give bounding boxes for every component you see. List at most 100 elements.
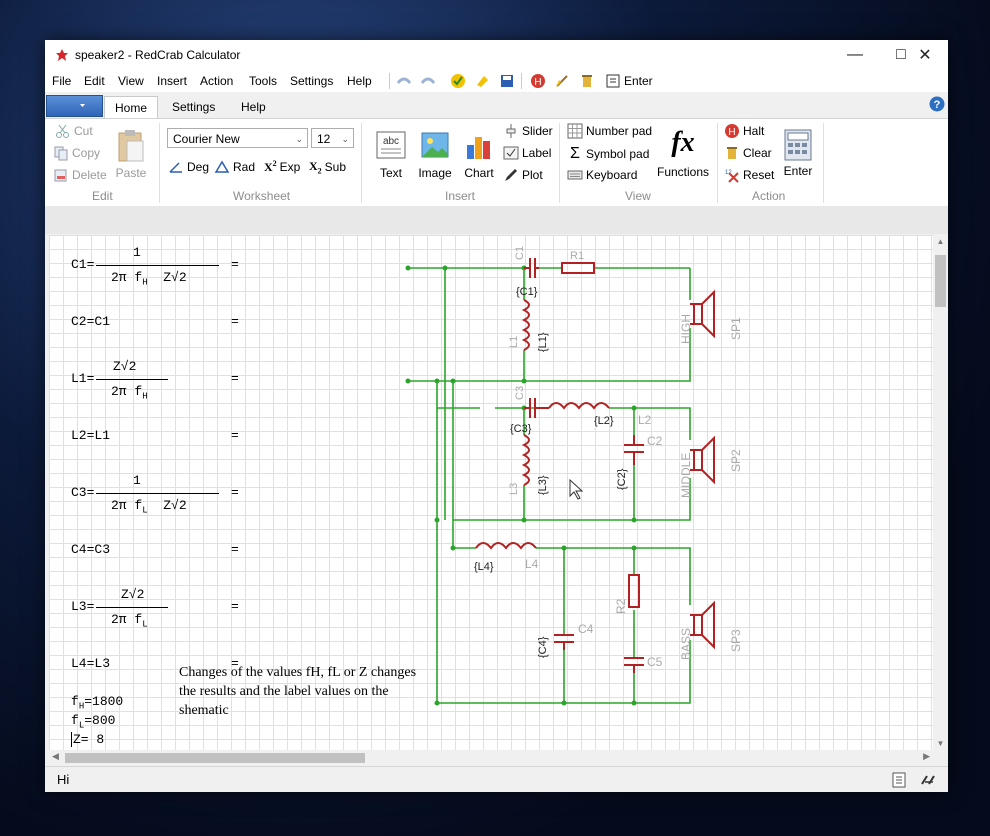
sub-button[interactable]: X2 Sub	[309, 159, 346, 175]
text-button[interactable]: abc Text	[374, 131, 408, 180]
delete-button[interactable]: Delete	[53, 167, 107, 183]
enter-button[interactable]: Enter	[779, 129, 817, 178]
deg-button[interactable]: Deg	[168, 159, 209, 175]
schematic-nodes	[405, 265, 637, 706]
clear-button[interactable]: Clear	[724, 145, 772, 161]
functions-button[interactable]: fx Functions	[655, 125, 711, 179]
fx-icon: fx	[671, 127, 695, 158]
font-size-select[interactable]: 12⌄	[311, 128, 354, 148]
title-bar: speaker2 - RedCrab Calculator — □ ✕	[45, 40, 948, 70]
minimize-button[interactable]: —	[847, 46, 863, 63]
plot-button[interactable]: Plot	[503, 167, 543, 183]
scroll-up-icon[interactable]: ▲	[936, 237, 945, 246]
label-c3-value: {C3}	[510, 423, 532, 435]
connection-icon[interactable]	[919, 772, 937, 788]
keyboard-button[interactable]: Keyboard	[567, 167, 637, 183]
worksheet[interactable]: C1= 1 2π fH Z√2 = C2=C1 = L1= Z√2 2π fH …	[49, 235, 933, 750]
variable-z[interactable]: Z= 8	[71, 732, 105, 747]
formula-l4: L4=L3	[71, 656, 111, 671]
tab-help[interactable]: Help	[241, 100, 266, 114]
superscript-icon: X2	[264, 159, 277, 174]
font-family-select[interactable]: Courier New⌄	[167, 128, 308, 148]
paste-button[interactable]: Paste	[113, 129, 149, 180]
help-icon[interactable]: ?	[929, 96, 945, 112]
vertical-scrollbar[interactable]: ▲ ▼	[933, 235, 948, 750]
menu-file[interactable]: File	[52, 74, 72, 88]
svg-text:abc: abc	[383, 136, 399, 147]
formula-c4-equals: =	[231, 542, 239, 557]
formula-l1-numerator: Z√2	[113, 359, 137, 374]
vertical-scroll-thumb[interactable]	[935, 255, 946, 307]
redo-icon[interactable]	[419, 72, 437, 90]
horizontal-scroll-thumb[interactable]	[65, 753, 365, 763]
trash-icon[interactable]	[578, 72, 596, 90]
maximize-button[interactable]: □	[896, 46, 906, 63]
tab-home[interactable]: Home	[104, 96, 159, 119]
formula-c3-denominator: 2π fL Z√2	[111, 498, 187, 516]
label-l2: L2	[638, 413, 652, 427]
menu-settings[interactable]: Settings	[290, 74, 334, 88]
redcrab-logo-icon	[56, 49, 68, 61]
font-family-value: Courier New	[173, 132, 240, 146]
cut-button[interactable]: Cut	[55, 123, 93, 139]
delete-icon	[54, 169, 67, 182]
eraser-icon[interactable]	[473, 72, 491, 90]
number-pad-button[interactable]: Number pad	[567, 123, 652, 139]
fraction-bar	[96, 265, 219, 266]
label-c2: C2	[647, 434, 663, 448]
label-icon	[503, 146, 519, 160]
formula-l1-lhs: L1=	[71, 371, 95, 386]
calculator-icon	[784, 129, 812, 161]
menu-help[interactable]: Help	[347, 74, 372, 88]
variable-fh[interactable]: fH=1800	[71, 694, 124, 712]
save-icon[interactable]	[498, 72, 516, 90]
menu-view[interactable]: View	[118, 74, 144, 88]
label-sp3: SP3	[729, 629, 743, 652]
label-high: HIGH	[679, 314, 693, 344]
slider-button[interactable]: Slider	[503, 123, 553, 139]
formula-c3-numerator: 1	[133, 473, 141, 488]
keyboard-icon	[567, 170, 583, 180]
file-menu-button[interactable]	[46, 95, 103, 117]
close-button[interactable]: ✕	[918, 47, 932, 64]
reset-label: Reset	[743, 168, 775, 182]
variable-fl[interactable]: fL=800	[71, 713, 116, 731]
app-window: speaker2 - RedCrab Calculator — □ ✕ File…	[45, 40, 948, 792]
symbol-pad-button[interactable]: Σ Symbol pad	[567, 145, 649, 163]
scroll-right-icon[interactable]: ▶	[923, 751, 930, 761]
menu-insert[interactable]: Insert	[157, 74, 188, 88]
label-label: Label	[522, 146, 552, 160]
label-button[interactable]: Label	[503, 145, 551, 161]
chart-button[interactable]: Chart	[461, 131, 497, 180]
tab-settings[interactable]: Settings	[172, 100, 216, 114]
check-icon[interactable]	[449, 72, 467, 90]
formula-c2-equals: =	[231, 314, 239, 329]
rad-button[interactable]: Rad	[214, 159, 255, 175]
ribbon: Cut Copy Delete Paste Edit Courier New⌄ …	[45, 118, 948, 208]
halt-button[interactable]: H Halt	[724, 123, 764, 139]
image-button[interactable]: Image	[417, 131, 453, 180]
quick-enter-label[interactable]: Enter	[624, 74, 653, 88]
chart-label: Chart	[464, 166, 494, 180]
rad-label: Rad	[233, 160, 256, 174]
horizontal-scrollbar[interactable]: ◀ ▶	[49, 750, 933, 765]
menu-edit[interactable]: Edit	[84, 74, 105, 88]
label-c3: C3	[514, 386, 526, 400]
delete-label: Delete	[72, 168, 107, 182]
halt-icon[interactable]: H	[529, 72, 547, 90]
formula-l2-equals: =	[231, 428, 239, 443]
menu-action[interactable]: Action	[200, 74, 234, 88]
exp-button[interactable]: X2 Exp	[264, 159, 300, 175]
formula-l3-equals: =	[231, 599, 239, 614]
halt-label: Halt	[743, 124, 765, 138]
notes-icon[interactable]	[891, 772, 907, 788]
scroll-left-icon[interactable]: ◀	[52, 751, 59, 761]
broom-icon[interactable]	[553, 72, 571, 90]
label-c1: C1	[514, 246, 526, 260]
scroll-down-icon[interactable]: ▼	[936, 739, 945, 748]
menu-tools[interactable]: Tools	[249, 74, 278, 88]
copy-button[interactable]: Copy	[53, 145, 100, 161]
undo-icon[interactable]	[395, 72, 413, 90]
reset-button[interactable]: 12 Reset	[724, 167, 774, 183]
enter-icon[interactable]	[604, 72, 622, 90]
